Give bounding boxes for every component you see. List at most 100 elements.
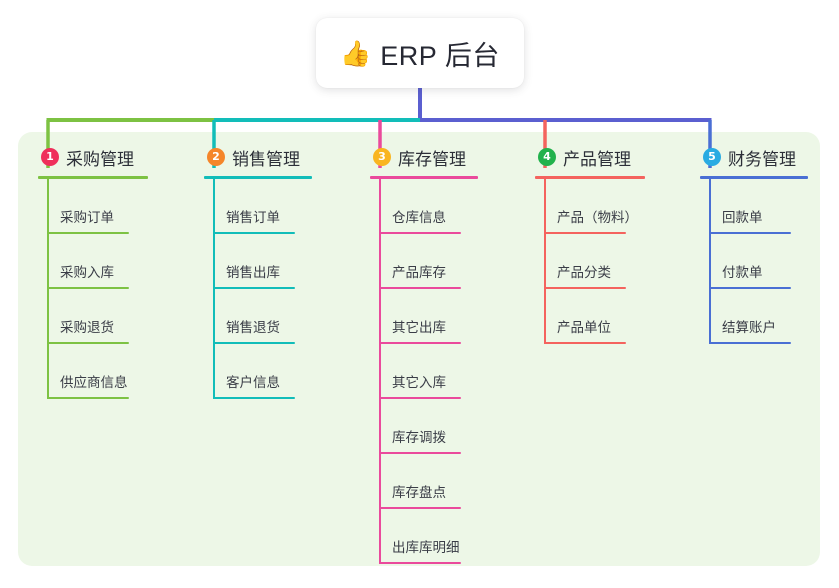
column-title-2: 销售管理 (232, 149, 300, 169)
column-title-5: 财务管理 (728, 149, 796, 169)
column-header-1[interactable]: 1 采购管理 (38, 144, 148, 170)
list-item-label: 供应商信息 (60, 375, 128, 390)
column-spine-2 (213, 179, 215, 399)
column-rule-5 (700, 176, 808, 179)
list-item[interactable]: 产品分类 (535, 234, 645, 289)
list-item-rule (709, 232, 791, 234)
root-title: ERP 后台 (380, 40, 500, 71)
list-item-label: 采购退货 (60, 320, 114, 335)
list-item-rule (213, 342, 295, 344)
list-item-rule (379, 562, 461, 564)
list-item[interactable]: 结算账户 (700, 289, 808, 344)
column-spine-3 (379, 179, 381, 564)
thumbs-up-icon: 👍 (340, 38, 372, 68)
column-items-2: 销售订单销售出库销售退货客户信息 (204, 179, 312, 399)
column-header-3[interactable]: 3 库存管理 (370, 144, 478, 170)
list-item[interactable]: 其它出库 (370, 289, 478, 344)
column-header-2[interactable]: 2 销售管理 (204, 144, 312, 170)
list-item-rule (709, 342, 791, 344)
list-item[interactable]: 产品（物料） (535, 179, 645, 234)
list-item-rule (544, 287, 626, 289)
list-item-rule (544, 232, 626, 234)
list-item-rule (47, 287, 129, 289)
list-item[interactable]: 销售退货 (204, 289, 312, 344)
list-item-label: 产品库存 (392, 265, 446, 280)
list-item-rule (213, 397, 295, 399)
list-item-label: 库存调拨 (392, 430, 446, 445)
list-item[interactable]: 回款单 (700, 179, 808, 234)
column-spine-5 (709, 179, 711, 344)
list-item-label: 出库库明细 (392, 540, 460, 555)
list-item-rule (709, 287, 791, 289)
list-item[interactable]: 仓库信息 (370, 179, 478, 234)
list-item[interactable]: 产品单位 (535, 289, 645, 344)
list-item-rule (47, 397, 129, 399)
column-badge-5: 5 (703, 148, 721, 166)
branches-panel (18, 132, 820, 566)
list-item-label: 结算账户 (722, 320, 776, 335)
list-item-rule (379, 397, 461, 399)
list-item-label: 其它出库 (392, 320, 446, 335)
list-item-label: 产品（物料） (557, 210, 638, 225)
list-item-label: 采购订单 (60, 210, 114, 225)
list-item-label: 产品单位 (557, 320, 611, 335)
list-item[interactable]: 库存调拨 (370, 399, 478, 454)
list-item[interactable]: 销售出库 (204, 234, 312, 289)
list-item-label: 付款单 (722, 265, 763, 280)
column-1: 1 采购管理采购订单采购入库采购退货供应商信息 (38, 144, 148, 399)
list-item[interactable]: 付款单 (700, 234, 808, 289)
column-rule-3 (370, 176, 478, 179)
list-item-label: 客户信息 (226, 375, 280, 390)
list-item-label: 回款单 (722, 210, 763, 225)
column-items-1: 采购订单采购入库采购退货供应商信息 (38, 179, 148, 399)
column-title-3: 库存管理 (398, 149, 466, 169)
column-badge-2: 2 (207, 148, 225, 166)
column-spine-4 (544, 179, 546, 344)
column-badge-3: 3 (373, 148, 391, 166)
list-item[interactable]: 供应商信息 (38, 344, 148, 399)
list-item-label: 仓库信息 (392, 210, 446, 225)
list-item-rule (379, 452, 461, 454)
column-2: 2 销售管理销售订单销售出库销售退货客户信息 (204, 144, 312, 399)
list-item[interactable]: 客户信息 (204, 344, 312, 399)
list-item-rule (213, 232, 295, 234)
column-rule-4 (535, 176, 645, 179)
list-item[interactable]: 其它入库 (370, 344, 478, 399)
column-3: 3 库存管理仓库信息产品库存其它出库其它入库库存调拨库存盘点出库库明细 (370, 144, 478, 564)
column-rule-2 (204, 176, 312, 179)
list-item-rule (379, 232, 461, 234)
column-spine-1 (47, 179, 49, 399)
list-item[interactable]: 出库库明细 (370, 509, 478, 564)
list-item-label: 销售订单 (226, 210, 280, 225)
list-item-rule (47, 342, 129, 344)
column-badge-4: 4 (538, 148, 556, 166)
column-header-5[interactable]: 5 财务管理 (700, 144, 808, 170)
column-title-4: 产品管理 (563, 149, 631, 169)
list-item-label: 其它入库 (392, 375, 446, 390)
column-title-1: 采购管理 (66, 149, 134, 169)
column-items-3: 仓库信息产品库存其它出库其它入库库存调拨库存盘点出库库明细 (370, 179, 478, 564)
list-item-rule (213, 287, 295, 289)
list-item-label: 库存盘点 (392, 485, 446, 500)
list-item-rule (544, 342, 626, 344)
list-item[interactable]: 销售订单 (204, 179, 312, 234)
list-item-label: 采购入库 (60, 265, 114, 280)
column-rule-1 (38, 176, 148, 179)
list-item-rule (379, 287, 461, 289)
list-item[interactable]: 库存盘点 (370, 454, 478, 509)
list-item-rule (379, 507, 461, 509)
column-4: 4 产品管理产品（物料） 产品分类产品单位 (535, 144, 645, 344)
column-items-5: 回款单付款单结算账户 (700, 179, 808, 344)
root-node[interactable]: 👍 ERP 后台 (316, 18, 524, 88)
column-items-4: 产品（物料） 产品分类产品单位 (535, 179, 645, 344)
column-header-4[interactable]: 4 产品管理 (535, 144, 645, 170)
list-item-label: 销售出库 (226, 265, 280, 280)
list-item[interactable]: 采购退货 (38, 289, 148, 344)
list-item[interactable]: 采购订单 (38, 179, 148, 234)
list-item-rule (47, 232, 129, 234)
list-item[interactable]: 产品库存 (370, 234, 478, 289)
list-item-rule (379, 342, 461, 344)
list-item-label: 产品分类 (557, 265, 611, 280)
column-badge-1: 1 (41, 148, 59, 166)
list-item[interactable]: 采购入库 (38, 234, 148, 289)
